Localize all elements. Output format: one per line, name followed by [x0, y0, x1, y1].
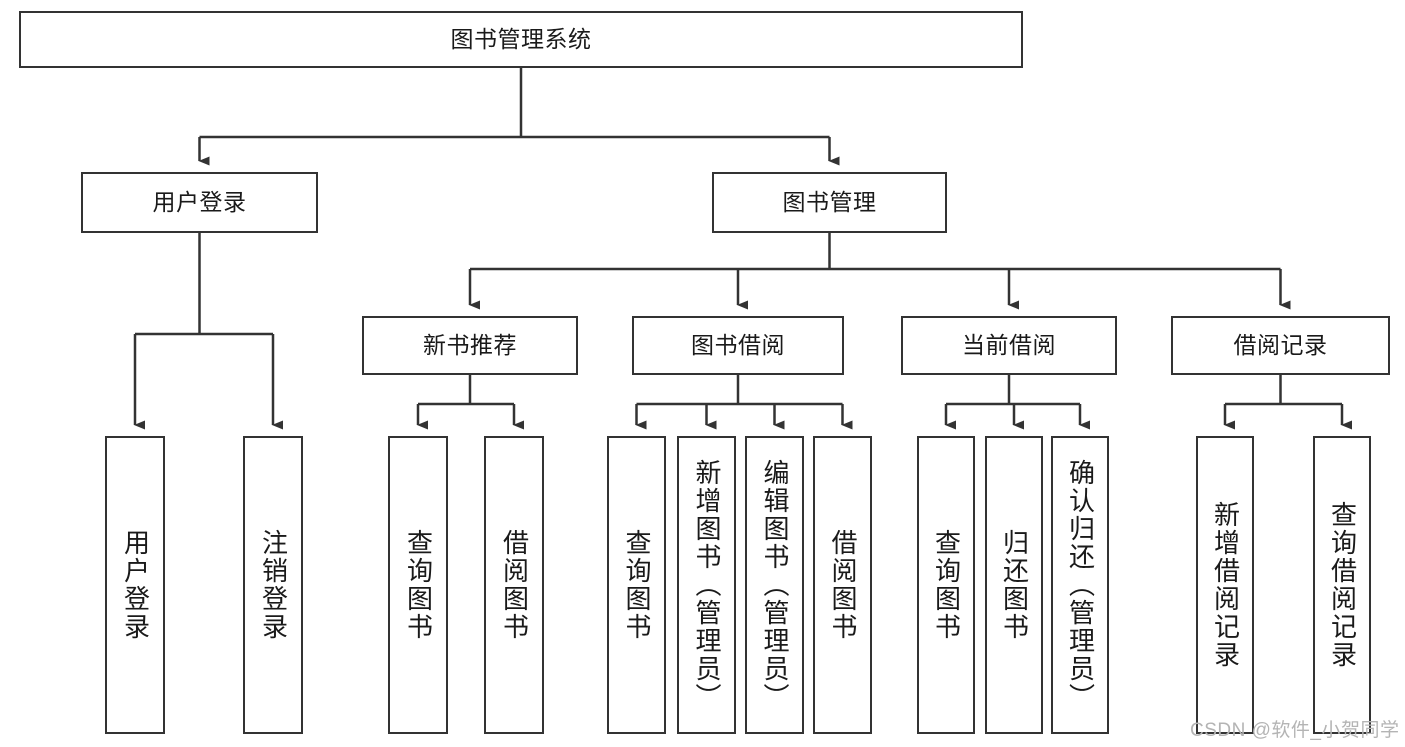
- node-leaf-logout[interactable]: 注销登录: [243, 436, 303, 734]
- node-label: 查询图书: [622, 529, 653, 641]
- node-label: 图书管理: [782, 188, 877, 215]
- node-label: 新增借阅记录: [1210, 501, 1241, 669]
- node-leaf-add-book[interactable]: 新增图书（管理员）: [677, 436, 736, 734]
- node-label: 图书管理系统: [450, 25, 592, 52]
- node-label: 新增图书（管理员）: [692, 459, 723, 711]
- node-borrow[interactable]: 图书借阅: [632, 316, 844, 375]
- node-current[interactable]: 当前借阅: [901, 316, 1117, 375]
- node-label: 借阅记录: [1233, 331, 1328, 358]
- node-label: 查询图书: [403, 529, 434, 641]
- node-root[interactable]: 图书管理系统: [19, 11, 1023, 68]
- node-leaf-query-book-2[interactable]: 查询图书: [607, 436, 666, 734]
- node-leaf-confirm-return[interactable]: 确认归还（管理员）: [1051, 436, 1109, 734]
- node-label: 注销登录: [258, 529, 289, 641]
- node-newbook[interactable]: 新书推荐: [362, 316, 578, 375]
- node-login[interactable]: 用户登录: [81, 172, 318, 233]
- node-leaf-return-book[interactable]: 归还图书: [985, 436, 1043, 734]
- node-label: 图书借阅: [691, 331, 785, 358]
- node-label: 用户登录: [152, 188, 247, 215]
- csdn-watermark: CSDN @软件_小贺同学: [1190, 720, 1400, 741]
- node-label: 新书推荐: [423, 331, 517, 358]
- node-label: 当前借阅: [962, 331, 1056, 358]
- node-records[interactable]: 借阅记录: [1171, 316, 1390, 375]
- node-label: 借阅图书: [828, 529, 859, 641]
- node-leaf-user-login[interactable]: 用户登录: [105, 436, 165, 734]
- node-label: 编辑图书（管理员）: [760, 459, 791, 711]
- node-leaf-query-book-1[interactable]: 查询图书: [388, 436, 448, 734]
- node-label: 查询图书: [931, 529, 962, 641]
- node-leaf-borrow-book-2[interactable]: 借阅图书: [813, 436, 872, 734]
- node-label: 借阅图书: [499, 529, 530, 641]
- node-label: 用户登录: [120, 529, 151, 641]
- node-leaf-query-record[interactable]: 查询借阅记录: [1313, 436, 1371, 734]
- node-label: 查询借阅记录: [1327, 501, 1358, 669]
- node-label: 归还图书: [999, 529, 1030, 641]
- node-bookmgmt[interactable]: 图书管理: [712, 172, 947, 233]
- node-leaf-borrow-book-1[interactable]: 借阅图书: [484, 436, 544, 734]
- node-leaf-query-book-3[interactable]: 查询图书: [917, 436, 975, 734]
- node-label: 确认归还（管理员）: [1065, 459, 1096, 711]
- node-leaf-edit-book[interactable]: 编辑图书（管理员）: [745, 436, 804, 734]
- node-leaf-add-record[interactable]: 新增借阅记录: [1196, 436, 1254, 734]
